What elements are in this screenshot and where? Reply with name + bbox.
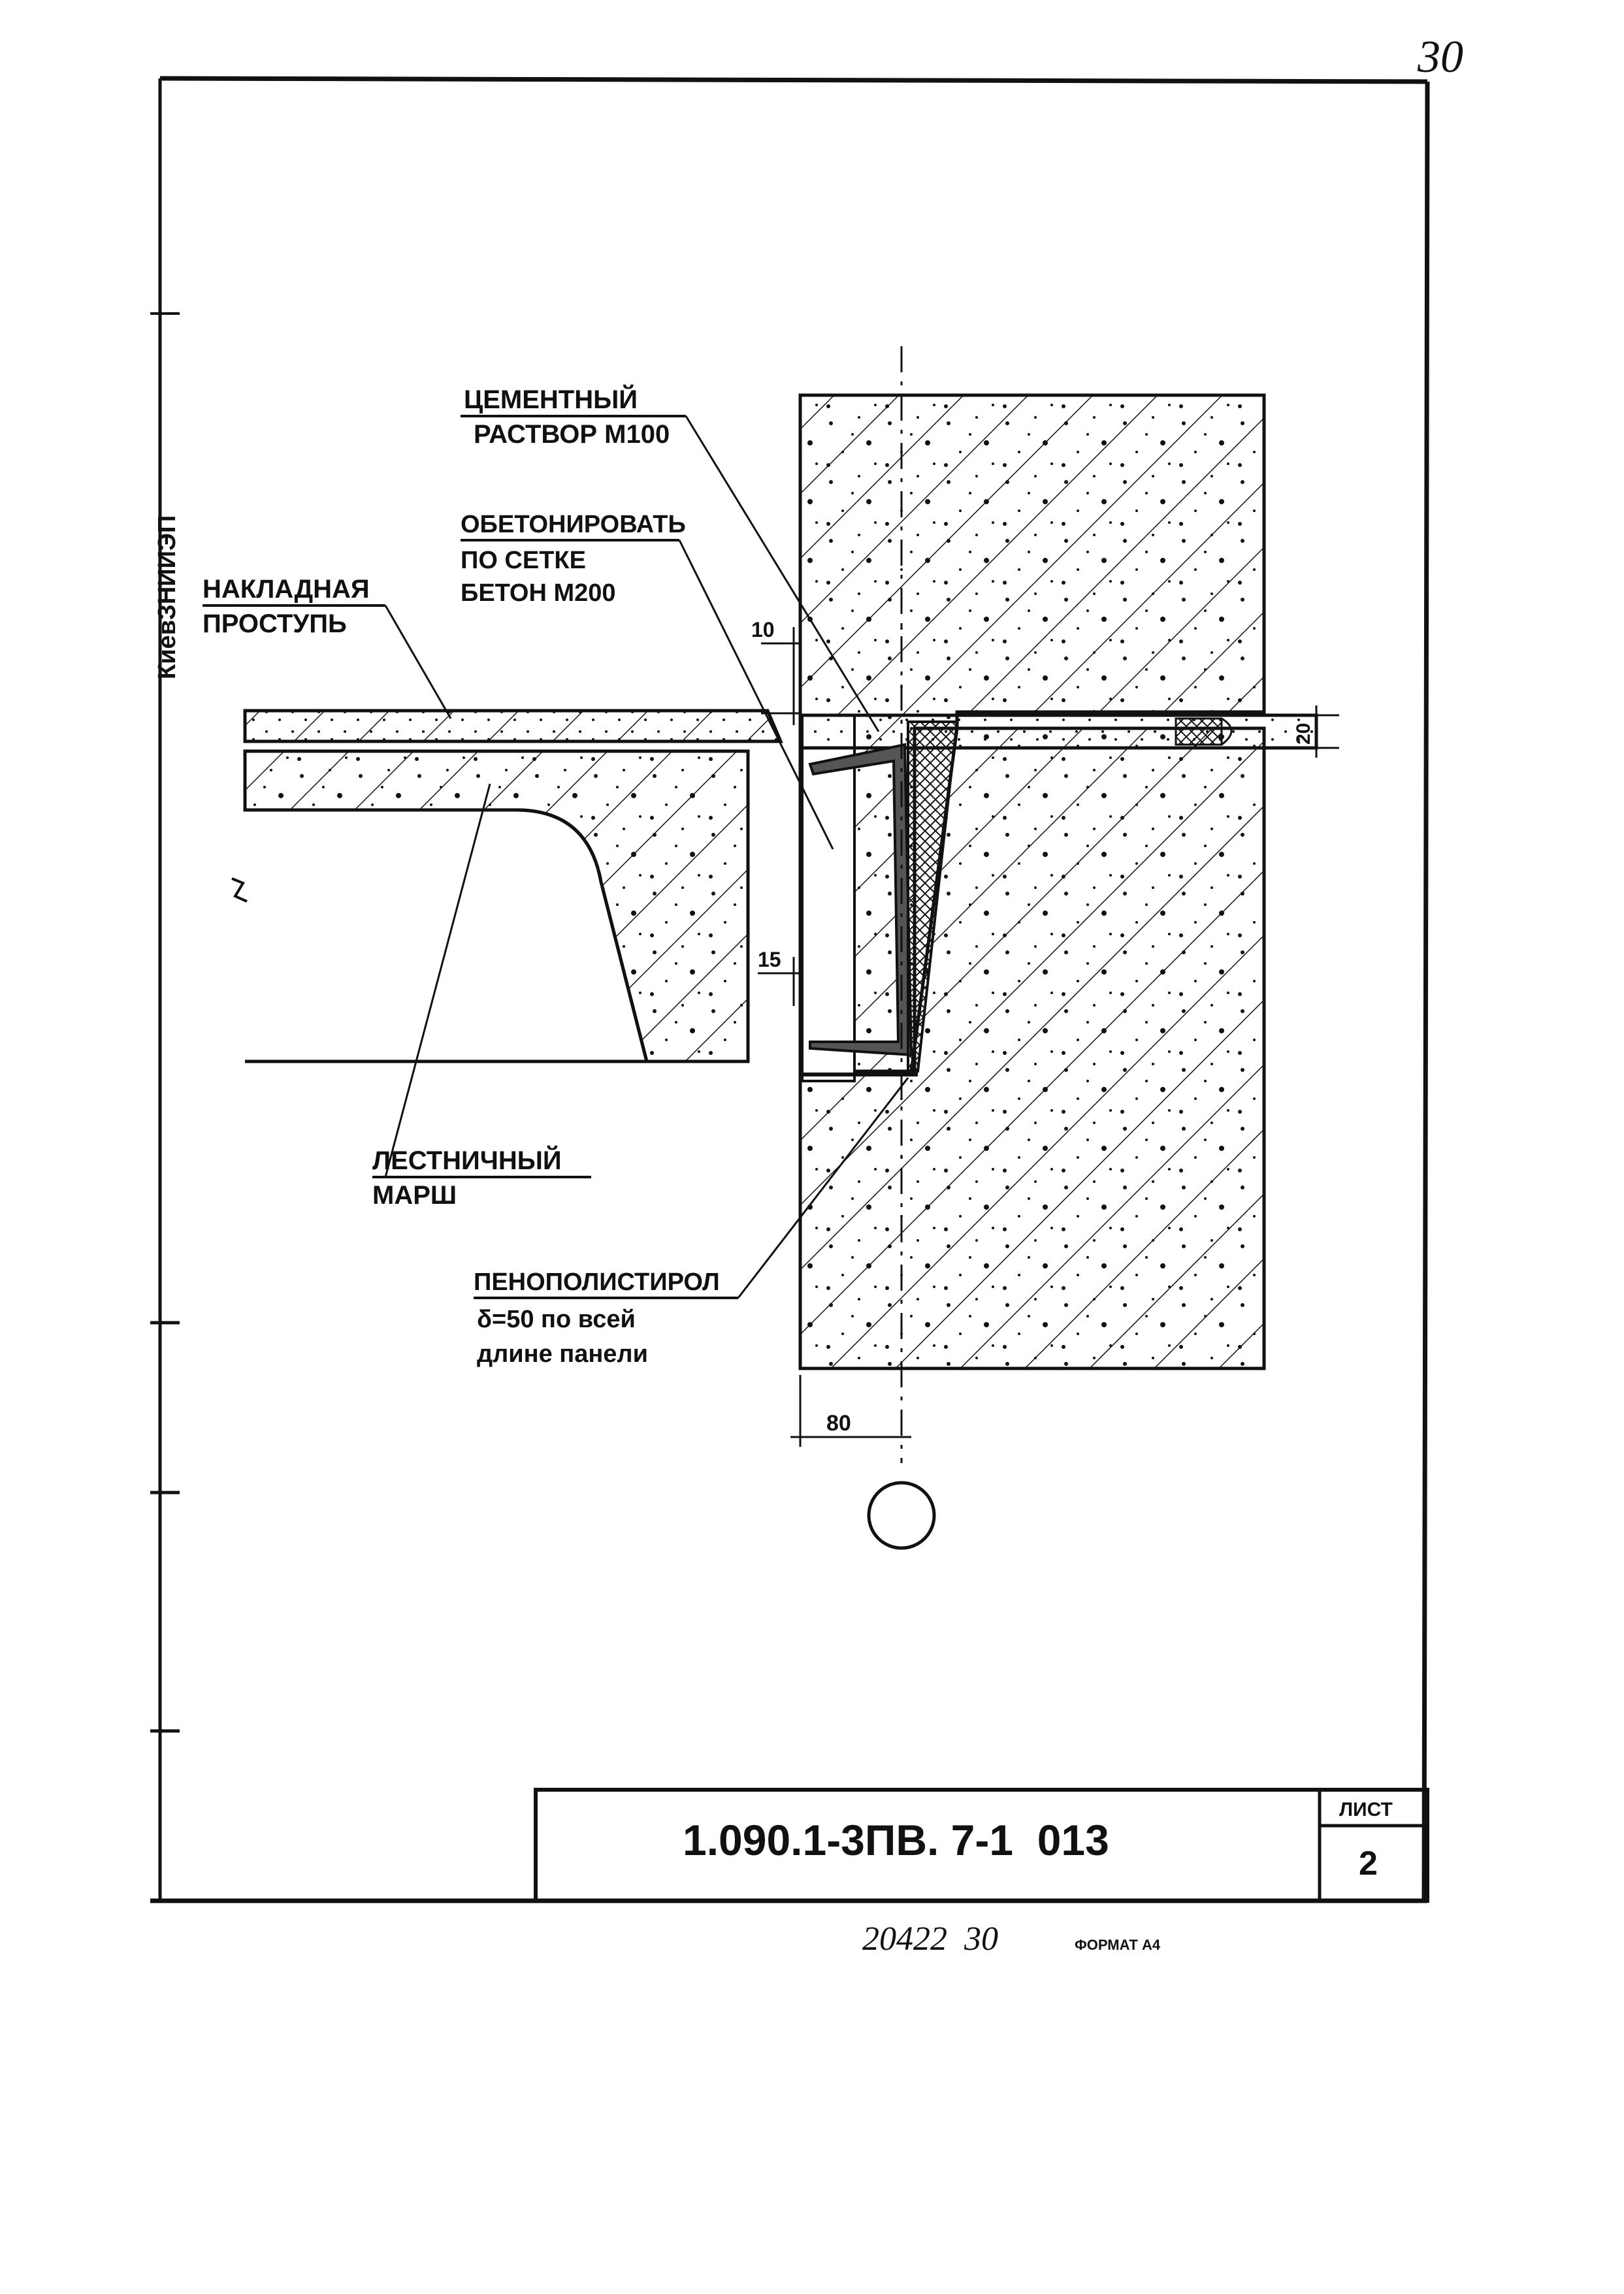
foam-label-3: длине панели bbox=[477, 1340, 648, 1368]
dimension-20: 20 bbox=[1293, 705, 1339, 758]
annotation-cement-mortar: ЦЕМЕНТНЫЙ РАСТВОР М100 bbox=[461, 384, 880, 732]
concrete-label-1: ОБЕТОНИРОВАТЬ bbox=[461, 511, 686, 538]
cement-mortar-label-2: РАСТВОР М100 bbox=[474, 420, 670, 449]
dimension-15: 15 bbox=[758, 948, 804, 1006]
dimension-15-value: 15 bbox=[758, 948, 781, 971]
side-stamp: КиевЗНИИЭП bbox=[154, 515, 181, 679]
dimension-20-value: 20 bbox=[1293, 723, 1314, 745]
sheet-number: 2 bbox=[1359, 1845, 1378, 1882]
mortar-joint bbox=[798, 713, 1318, 750]
annotation-tread: НАКЛАДНАЯ ПРОСТУПЬ bbox=[203, 575, 452, 719]
dimension-80-value: 80 bbox=[826, 1411, 851, 1436]
concrete-label-2: ПО СЕТКЕ bbox=[461, 547, 586, 574]
annotation-flight: ЛЕСТНИЧНЫЙ МАРШ bbox=[372, 783, 591, 1210]
wall-panel bbox=[798, 393, 1266, 1370]
axis-marker bbox=[867, 1481, 936, 1550]
flight-label-1: ЛЕСТНИЧНЫЙ bbox=[372, 1145, 562, 1175]
annotation-foam: ПЕНОПОЛИСТИРОЛ δ=50 по всей длине панели bbox=[474, 1077, 909, 1368]
tread-label-2: ПРОСТУПЬ bbox=[203, 609, 347, 638]
annotation-concrete: ОБЕТОНИРОВАТЬ ПО СЕТКЕ БЕТОН М200 bbox=[461, 511, 834, 850]
concrete-label-3: БЕТОН М200 bbox=[461, 579, 616, 607]
foam-label-2: δ=50 по всей bbox=[477, 1306, 636, 1333]
foam-label-1: ПЕНОПОЛИСТИРОЛ bbox=[474, 1268, 720, 1296]
dimension-80: 80 bbox=[790, 1375, 911, 1447]
dimension-10-value: 10 bbox=[751, 618, 775, 641]
sheet-label: ЛИСТ bbox=[1339, 1799, 1393, 1820]
format-label: ФОРМАТ А4 bbox=[1075, 1937, 1161, 1953]
dimension-10: 10 bbox=[751, 618, 800, 725]
flight-label-2: МАРШ bbox=[372, 1181, 457, 1210]
overlay-tread bbox=[243, 709, 783, 743]
page-number: 30 bbox=[1417, 32, 1463, 82]
document-code: 1.090.1-3ПВ. 7-1 013 bbox=[683, 1816, 1109, 1864]
title-block: 1.090.1-3ПВ. 7-1 013 ЛИСТ 2 bbox=[534, 1788, 1429, 1903]
tread-label-1: НАКЛАДНАЯ bbox=[203, 575, 370, 604]
inventory-number: 20422 30 bbox=[862, 1920, 998, 1958]
cement-mortar-label-1: ЦЕМЕНТНЫЙ bbox=[464, 384, 638, 414]
stair-flight bbox=[231, 749, 750, 1063]
grid-axis bbox=[867, 346, 936, 1550]
